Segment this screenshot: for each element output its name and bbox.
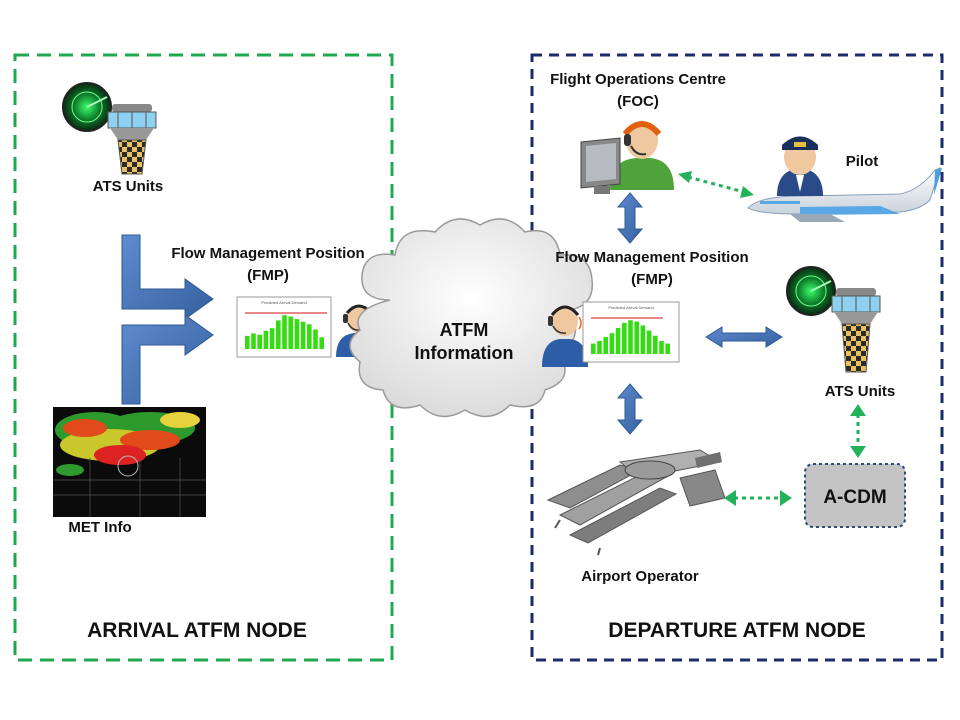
screen-bar (300, 321, 306, 349)
cloud-label-line1: ATFM (440, 320, 489, 340)
atfm-information-cloud (349, 218, 594, 418)
foc-label-line1: Flight Operations Centre (550, 71, 726, 88)
screen-bar (653, 335, 658, 354)
met-info-label: MET Info (68, 519, 131, 536)
departure-screen-bars (591, 320, 670, 354)
screen-bar (615, 328, 621, 354)
departure-ats-label: ATS Units (825, 383, 896, 400)
departure-fmp-screen: Predicted Arrival Demand (582, 301, 680, 363)
acdm-box (804, 463, 906, 528)
screen-bar (257, 334, 262, 349)
screen-bar (622, 322, 627, 354)
screen-bar (282, 315, 287, 349)
screen-bar (294, 319, 300, 349)
departure-fmp-label-line1: Flow Management Position (555, 249, 748, 266)
arrival-flow-arrows (121, 234, 214, 405)
screen-bar (288, 316, 293, 349)
departure-node-border (530, 53, 944, 662)
cloud-label-line2: Information (415, 343, 514, 363)
screen-bar (659, 341, 664, 354)
screen-bar (313, 329, 318, 349)
foc-label-line2: (FOC) (617, 93, 659, 110)
airport-terminal-icon (546, 449, 726, 556)
ats-tower-icon (786, 266, 881, 373)
screen-bar (307, 324, 312, 349)
screen-bar (245, 336, 250, 349)
arrival-node-title: ARRIVAL ATFM NODE (87, 619, 307, 642)
screen-bar (665, 343, 670, 354)
pilot-label: Pilot (846, 153, 879, 170)
fmp-ats-link (705, 326, 783, 348)
screen-bar (276, 320, 281, 349)
departure-node-title: DEPARTURE ATFM NODE (608, 619, 865, 642)
screen-bar (319, 337, 324, 349)
screen-bar (634, 321, 639, 354)
fmp-airport-link (616, 383, 644, 435)
screen-bar (269, 328, 275, 349)
arrival-fmp-label-line1: Flow Management Position (171, 245, 364, 262)
foc-pilot-link (678, 171, 754, 198)
departure-fmp-label-line2: (FMP) (631, 271, 673, 288)
met-radar-image (53, 407, 206, 517)
foc-operator-icon (580, 121, 674, 194)
ats-tower-icon (62, 82, 157, 175)
departure-screen-title: Predicted Arrival Demand (608, 305, 653, 310)
fmp-operator-icon (542, 305, 588, 367)
arrival-screen-bars (245, 315, 324, 349)
arrival-fmp-screen: Predicted Arrival Demand (236, 296, 332, 358)
screen-bar (251, 333, 256, 349)
screen-bar (603, 337, 608, 354)
pilot-airplane-icon (747, 136, 942, 222)
ats-acdm-link (850, 404, 866, 458)
screen-bar (628, 320, 633, 354)
screen-bar (609, 333, 615, 354)
screen-bar (640, 325, 646, 354)
screen-bar (646, 330, 652, 354)
screen-bar (591, 343, 596, 354)
arrival-fmp-label-line2: (FMP) (247, 267, 289, 284)
arrival-screen-title: Predicted Arrival Demand (261, 300, 306, 305)
airport-acdm-link (724, 490, 792, 506)
foc-fmp-link (616, 192, 644, 244)
screen-bar (263, 330, 269, 349)
arrival-node-border (13, 53, 394, 662)
airport-operator-label: Airport Operator (581, 568, 699, 585)
acdm-label: A-CDM (823, 487, 886, 508)
arrival-ats-label: ATS Units (93, 178, 164, 195)
screen-bar (597, 341, 602, 354)
